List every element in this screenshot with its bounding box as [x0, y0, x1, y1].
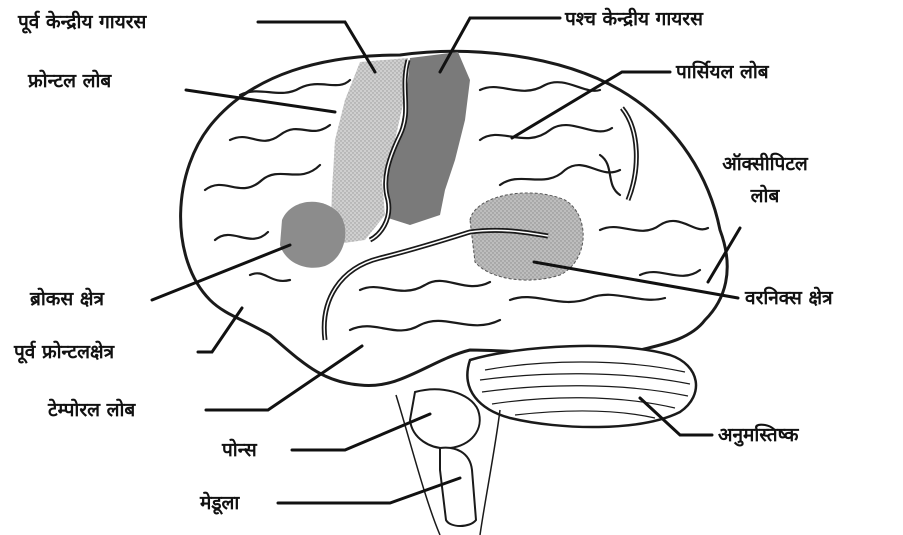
label-frontal-lobe: फ्रोन्टल लोब — [28, 70, 111, 92]
label-wernickes-area: वरनिक्स क्षेत्र — [745, 287, 833, 309]
cerebellum-shape — [467, 346, 696, 427]
label-brocas-area: ब्रोकस क्षेत्र — [30, 288, 104, 310]
label-precentral-gyrus: पूर्व केन्द्रीय गायरस — [18, 11, 146, 33]
label-prefrontal-area: पूर्व फ्रोन्टलक्षेत्र — [14, 341, 114, 363]
brocas-area — [280, 202, 345, 268]
label-occipital-lobe-line2: लोब — [690, 185, 840, 207]
label-medulla: मेडूला — [200, 492, 239, 514]
label-temporal-lobe: टेम्पोरल लोब — [48, 399, 135, 421]
label-pons: पोन्स — [222, 439, 257, 461]
medulla-shape — [440, 448, 476, 526]
leader-medulla — [278, 478, 460, 503]
label-cerebellum: अनुमस्तिष्क — [718, 424, 798, 446]
label-parietal-lobe: पार्सियल लोब — [676, 61, 769, 83]
label-occipital-lobe-line1: ऑक्सीपिटल — [690, 153, 840, 175]
label-postcentral-gyrus: पश्च केन्द्रीय गायरस — [565, 8, 703, 30]
